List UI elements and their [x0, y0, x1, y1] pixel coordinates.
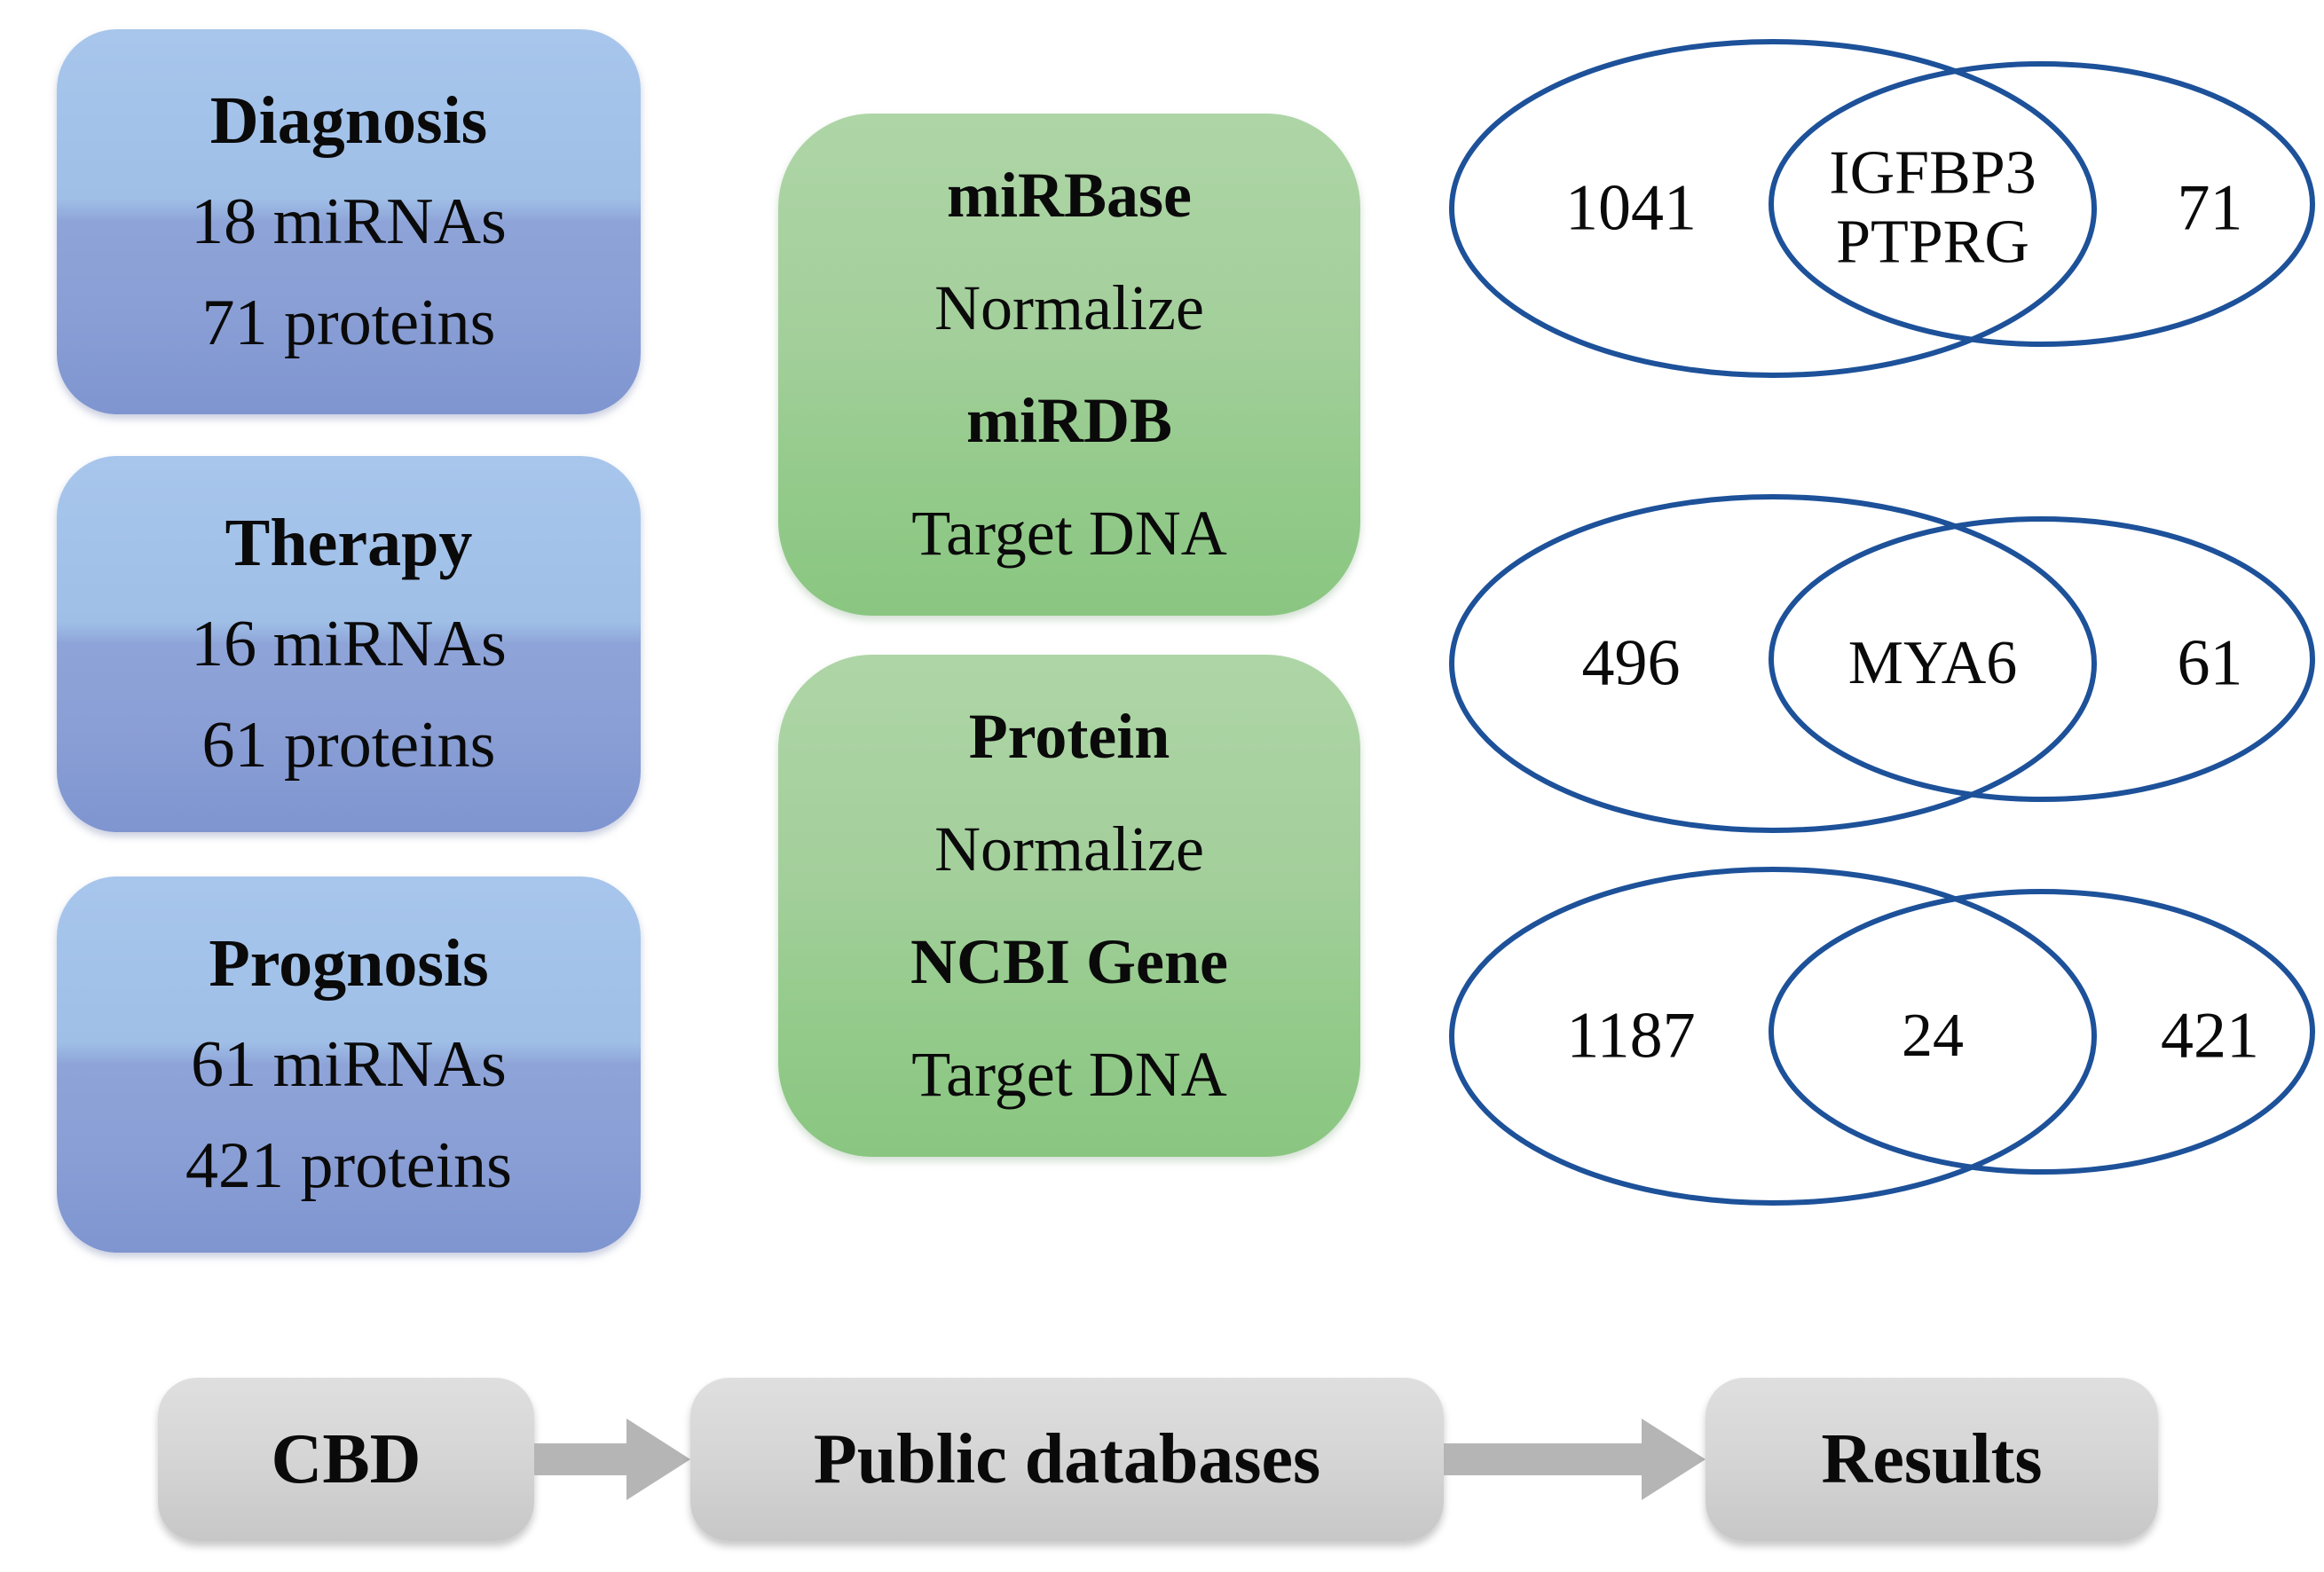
- prognosis-mirnas-line: 61 miRNAs: [191, 1028, 507, 1101]
- normalize-label: Normalize: [934, 272, 1204, 343]
- flow-arrow-icon: [1444, 1406, 1706, 1513]
- diagnosis-mirnas-line: 18 miRNAs: [191, 185, 507, 258]
- flow-arrow-icon: [534, 1406, 690, 1513]
- target-dna-label: Target DNA: [911, 1039, 1227, 1110]
- venn-diagnosis: 1041 IGFBP3 PTPRG 71: [1445, 35, 2319, 381]
- mirna-databases-box: miRBase Normalize miRDB Target DNA: [778, 114, 1360, 616]
- prognosis-proteins-line: 421 proteins: [185, 1129, 512, 1202]
- venn-right-count: 71: [2177, 171, 2243, 245]
- flow-step-results-label: Results: [1821, 1419, 2043, 1498]
- venn-intersection-genes: MYA6: [1786, 629, 2079, 698]
- therapy-mirnas-line: 16 miRNAs: [191, 608, 507, 680]
- venn-intersection-gene-1: MYA6: [1847, 628, 2018, 697]
- target-dna-label: Target DNA: [911, 498, 1227, 569]
- diagnosis-box: Diagnosis 18 miRNAs 71 proteins: [57, 29, 641, 414]
- flow-step-cbd: CBD: [158, 1378, 534, 1541]
- protein-label: Protein: [968, 701, 1170, 772]
- venn-left-count: 1187: [1566, 999, 1696, 1073]
- venn-intersection-count: 24: [1786, 1002, 2079, 1071]
- venn-intersection-gene-1: IGFBP3: [1829, 138, 2036, 208]
- venn-intersection-gene-2: PTPRG: [1836, 208, 2029, 277]
- venn-right-count: 61: [2177, 626, 2243, 700]
- diagnosis-proteins-line: 71 proteins: [201, 287, 496, 359]
- venn-ellipses-icon: [1449, 867, 2315, 1206]
- venn-intersection-value: 24: [1902, 1001, 1964, 1070]
- venn-therapy: 496 MYA6 61: [1445, 491, 2319, 837]
- prognosis-box-title: Prognosis: [209, 926, 489, 1001]
- normalize-label: Normalize: [934, 814, 1204, 884]
- flow-step-public-databases: Public databases: [690, 1378, 1444, 1541]
- therapy-box-title: Therapy: [225, 506, 473, 580]
- venn-left-count: 496: [1581, 626, 1681, 700]
- venn-intersection-genes: IGFBP3 PTPRG: [1786, 139, 2079, 279]
- therapy-box: Therapy 16 miRNAs 61 proteins: [57, 456, 641, 832]
- prognosis-box: Prognosis 61 miRNAs 421 proteins: [57, 876, 641, 1253]
- venn-right-count: 421: [2161, 999, 2259, 1073]
- ncbi-gene-label: NCBI Gene: [910, 926, 1228, 997]
- flow-step-results: Results: [1706, 1378, 2158, 1541]
- venn-prognosis: 1187 24 421: [1445, 863, 2319, 1209]
- venn-ellipses-icon: [1449, 39, 2315, 378]
- venn-left-count: 1041: [1565, 171, 1697, 245]
- flow-step-public-databases-label: Public databases: [813, 1419, 1321, 1498]
- therapy-proteins-line: 61 proteins: [201, 709, 496, 782]
- diagnosis-box-title: Diagnosis: [209, 83, 488, 158]
- protein-databases-box: Protein Normalize NCBI Gene Target DNA: [778, 655, 1360, 1157]
- flow-step-cbd-label: CBD: [271, 1419, 421, 1498]
- mirdb-label: miRDB: [966, 385, 1172, 456]
- venn-ellipses-icon: [1449, 494, 2315, 833]
- mirbase-label: miRBase: [947, 160, 1192, 231]
